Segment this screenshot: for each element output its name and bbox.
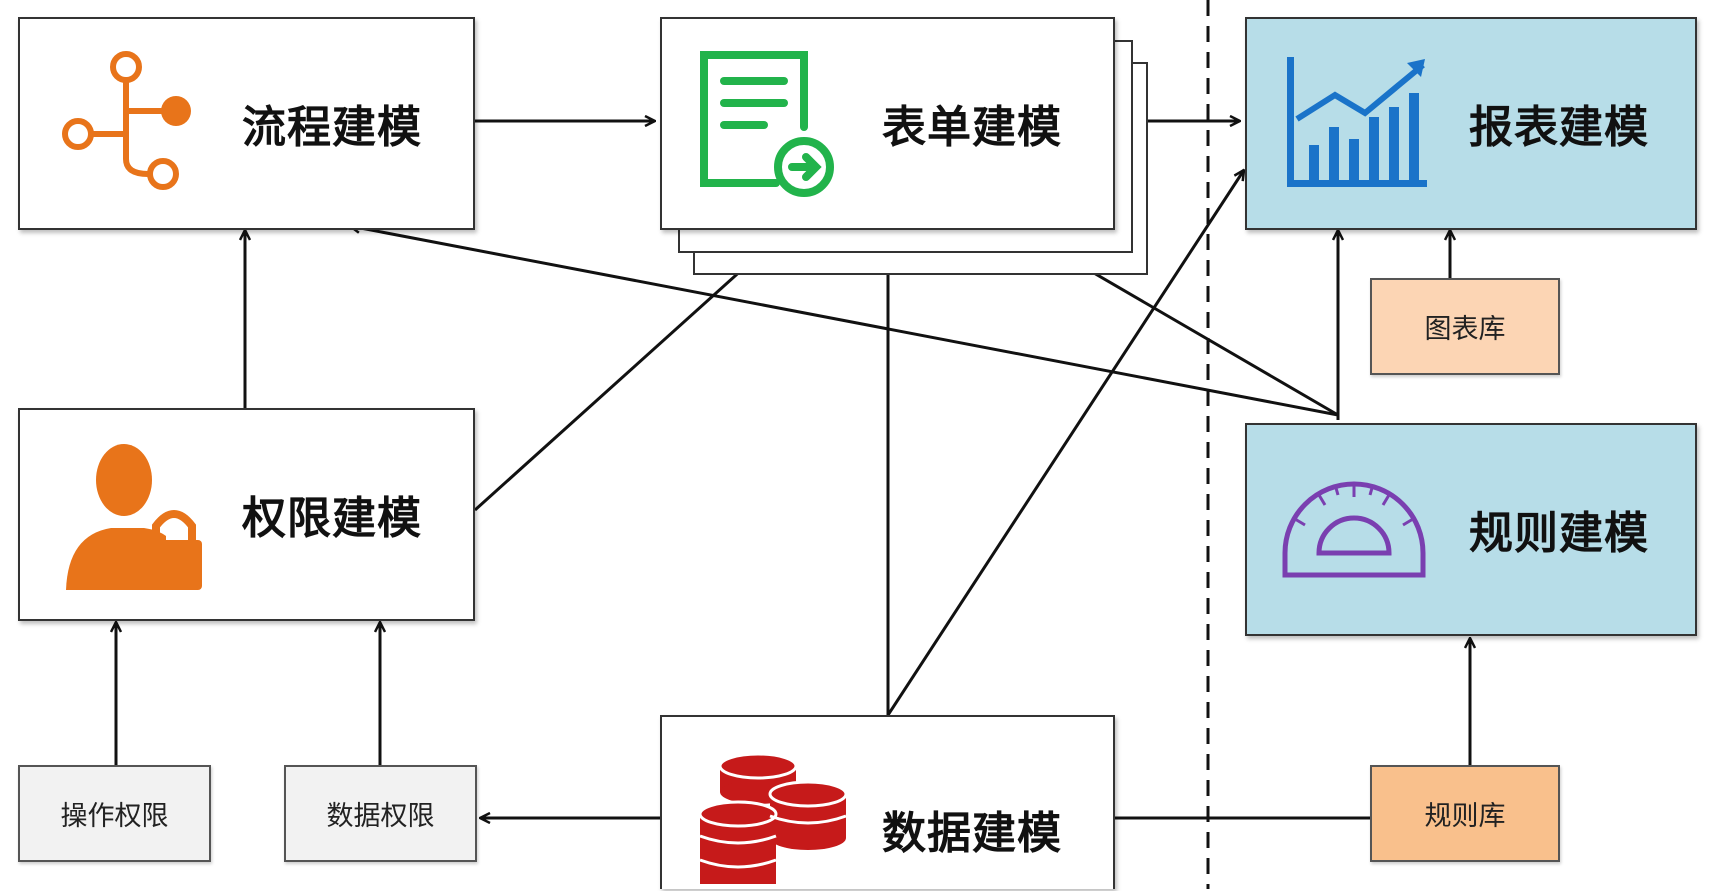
report-modeling-node[interactable]: 报表建模	[1245, 17, 1697, 230]
rule-library-box[interactable]: 规则库	[1370, 765, 1560, 862]
form-document-icon	[700, 51, 834, 197]
edge-permission-to-form	[473, 240, 775, 512]
flow-branch-icon	[62, 51, 191, 190]
user-lock-icon	[66, 444, 202, 590]
report-modeling-title: 报表建模	[1469, 102, 1649, 153]
edge-data-to-report	[886, 170, 1244, 716]
process-modeling-node[interactable]: 流程建模	[18, 17, 475, 230]
rule-modeling-title: 规则建模	[1469, 508, 1649, 559]
chart-library-box[interactable]: 图表库	[1370, 278, 1560, 375]
permission-modeling-node[interactable]: 权限建模	[18, 408, 475, 621]
permission-modeling-title: 权限建模	[242, 493, 422, 544]
data-modeling-node[interactable]: 数据建模	[660, 715, 1115, 889]
process-modeling-title: 流程建模	[242, 102, 422, 153]
edge-rule-to-process	[350, 226, 1339, 417]
data-modeling-title: 数据建模	[882, 808, 1062, 859]
database-stack-icon	[698, 752, 848, 884]
rule-modeling-node[interactable]: 规则建模	[1245, 423, 1697, 636]
bar-chart-trend-icon	[1287, 57, 1427, 187]
operation-permission-box[interactable]: 操作权限	[18, 765, 211, 862]
protractor-icon	[1282, 481, 1426, 578]
data-permission-box[interactable]: 数据权限	[284, 765, 477, 862]
form-modeling-title: 表单建模	[882, 102, 1062, 153]
form-modeling-node[interactable]: 表单建模	[660, 17, 1115, 230]
